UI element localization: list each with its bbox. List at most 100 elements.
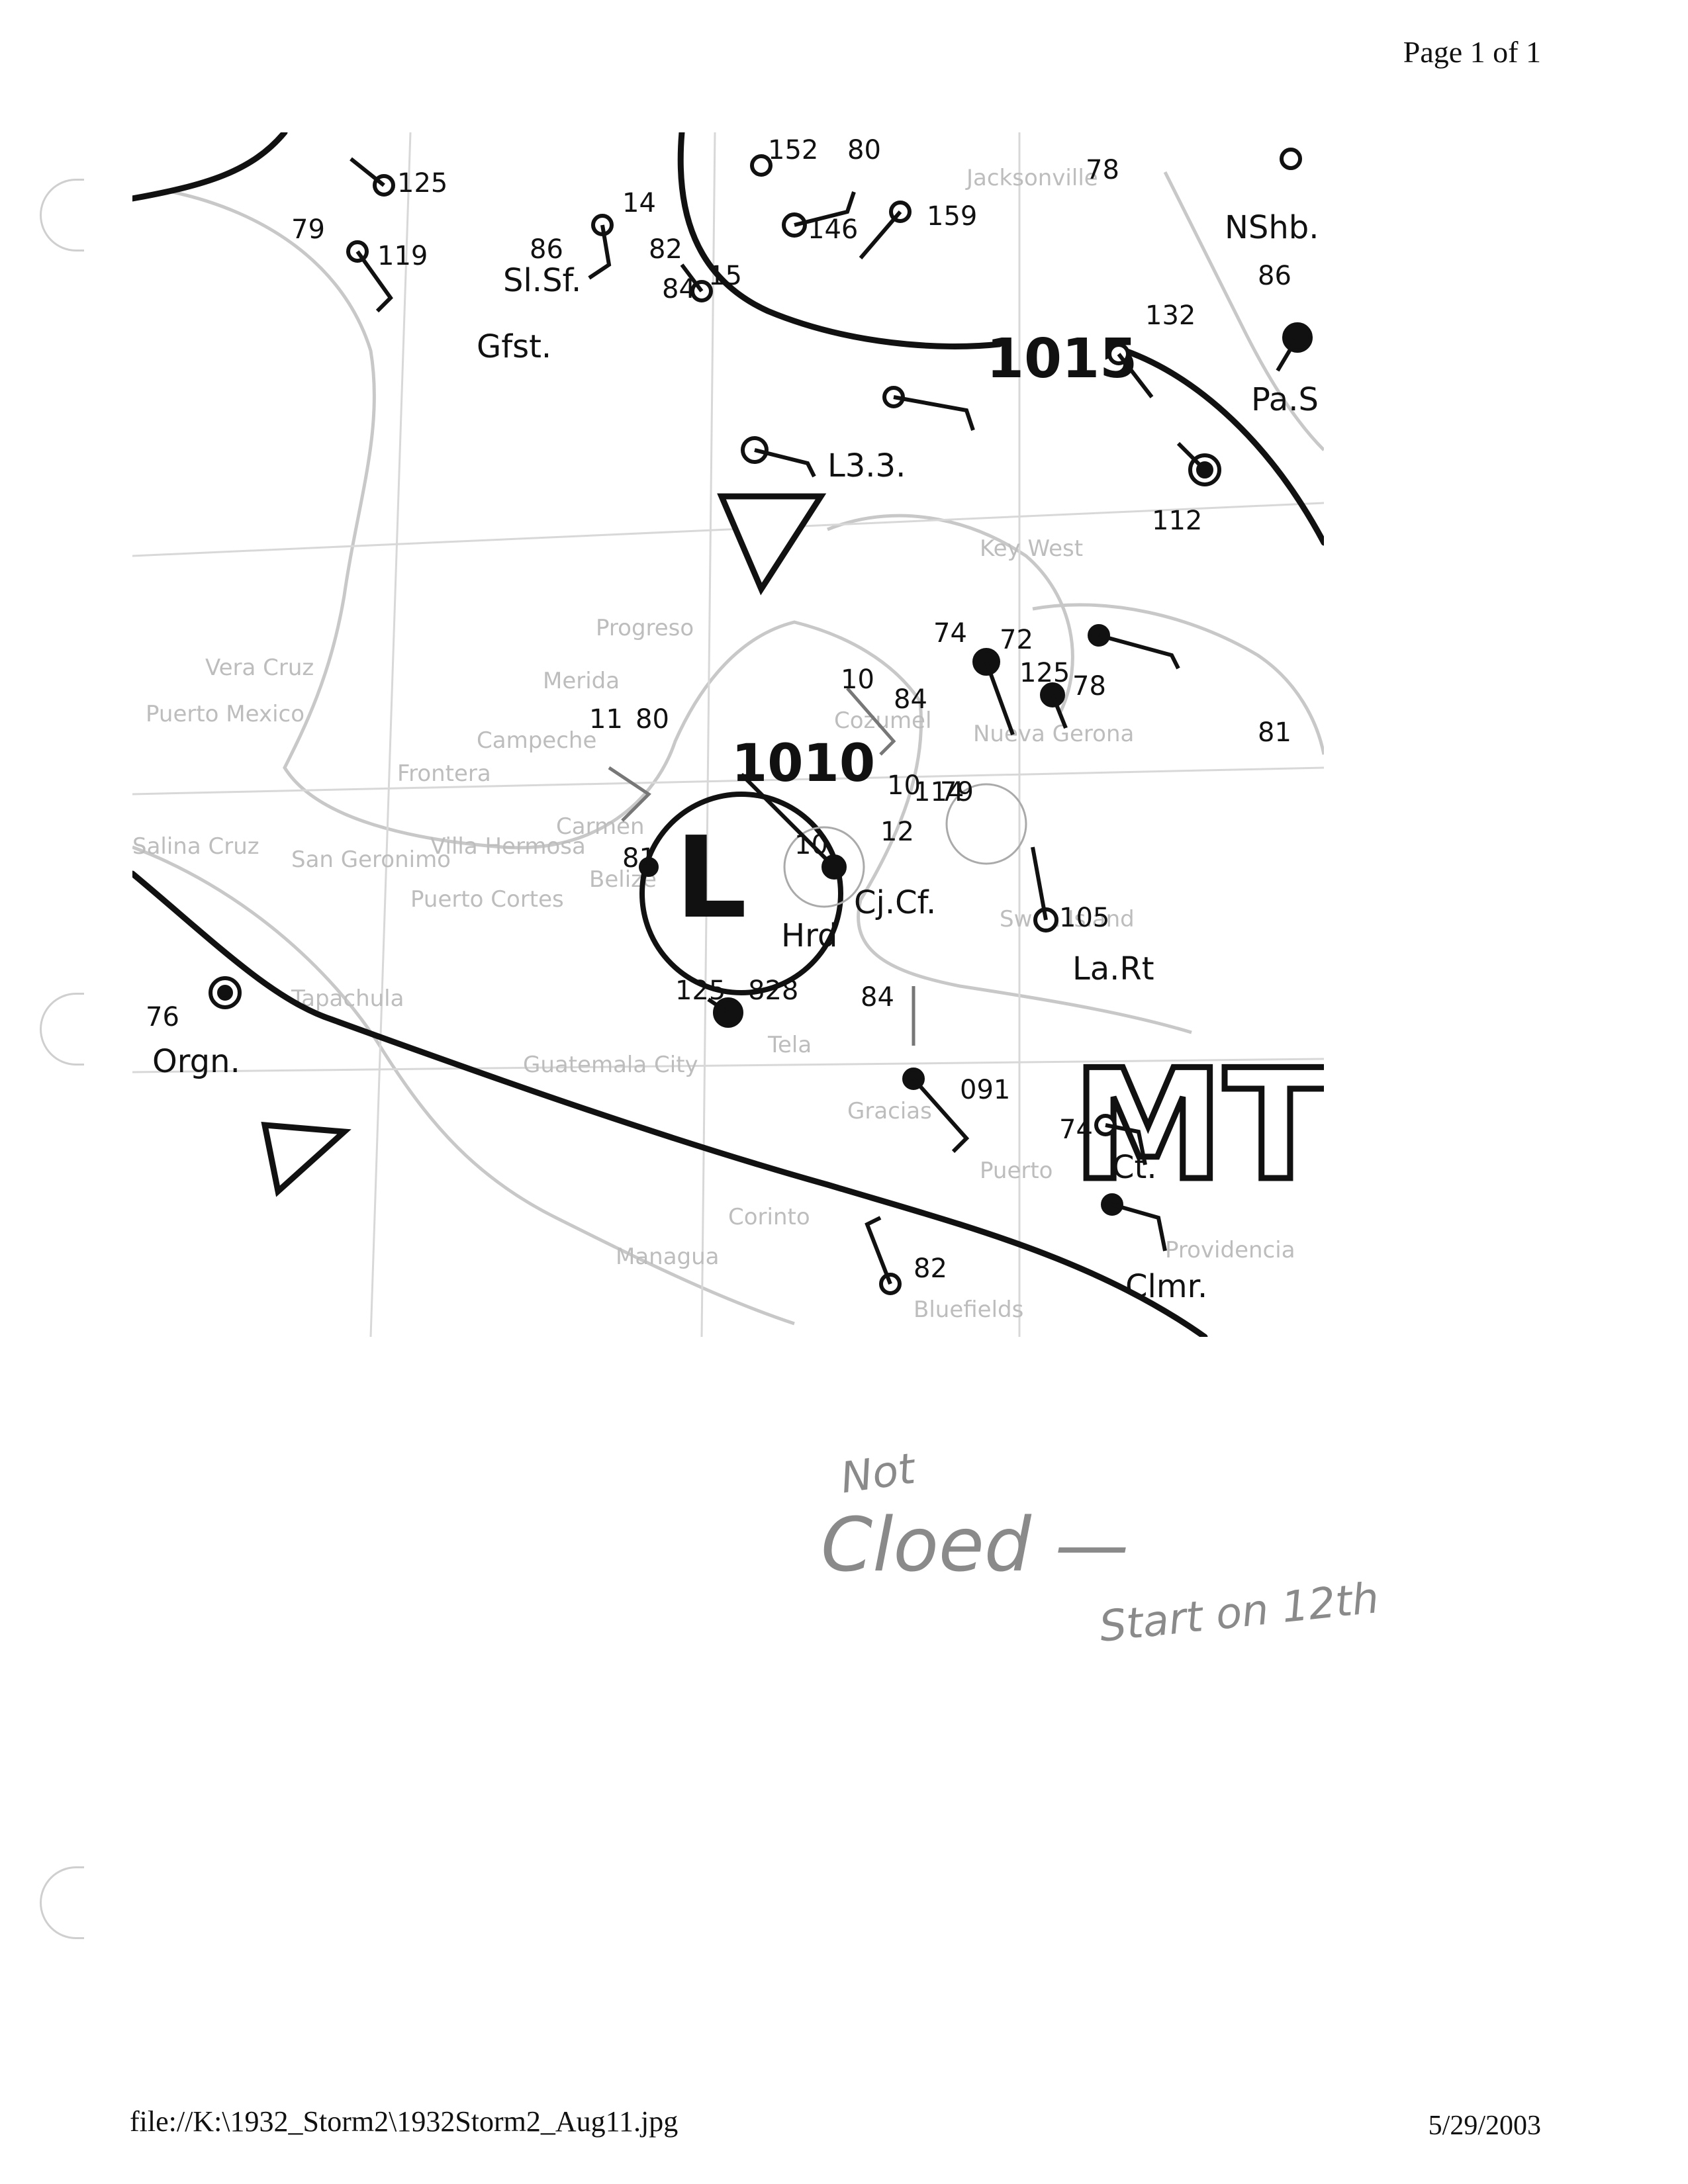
- num-37: 84: [861, 982, 894, 1013]
- num-3: 86: [530, 234, 563, 265]
- handwritten-note-not: Not: [837, 1444, 918, 1504]
- weather-map: Progreso Merida Campeche Frontera Carmen…: [132, 132, 1324, 1337]
- station-codes: Gfst. Sl.Sf. Orgn. Cj.Cf. Hrd Ct. Clmr. …: [152, 209, 1319, 1305]
- num-2: 119: [377, 241, 428, 271]
- place-villa-hermosa: Villa Hermosa: [430, 833, 586, 860]
- num-18: 74: [933, 618, 967, 649]
- num-23: 79: [940, 777, 974, 807]
- footer-date: 5/29/2003: [1428, 2111, 1541, 2141]
- place-salina-cruz: Salina Cruz: [132, 833, 259, 860]
- punch-hole-bottom: [40, 1866, 84, 1939]
- num-5: 82: [649, 234, 682, 265]
- num-32: 125: [675, 976, 726, 1006]
- num-33: 828: [748, 976, 798, 1006]
- code-slsf: Sl.Sf.: [503, 262, 581, 299]
- wind-barbs: [350, 157, 1299, 1285]
- triangle-gulf: [717, 493, 827, 596]
- num-16: 112: [1152, 506, 1202, 536]
- num-19: 125: [1019, 658, 1070, 688]
- code-orgn: Orgn.: [152, 1043, 240, 1080]
- num-8: 152: [768, 135, 818, 165]
- num-17: 72: [1000, 625, 1033, 655]
- place-puerto-cortes: Puerto Cortes: [410, 886, 564, 913]
- num-6: 84: [662, 274, 696, 304]
- place-gracias: Gracias: [847, 1098, 932, 1124]
- place-tela: Tela: [767, 1032, 812, 1058]
- isobar-1015-east: [1122, 347, 1324, 546]
- triangle-markers: [261, 493, 827, 1197]
- num-31: 82: [914, 1253, 947, 1284]
- code-l33: L3.3.: [827, 447, 906, 484]
- code-lart: La.Rt: [1072, 950, 1154, 987]
- front-southwest: [132, 870, 1208, 1337]
- isobar-label-1010: 1010: [731, 734, 875, 794]
- num-1: 125: [397, 168, 447, 199]
- code-gfst: Gfst.: [477, 328, 551, 365]
- base-map-grid: [132, 132, 1324, 1337]
- place-frontera: Frontera: [397, 760, 491, 787]
- low-symbol: L: [675, 813, 747, 944]
- place-managua: Managua: [616, 1244, 720, 1270]
- num-20: 78: [1072, 671, 1106, 702]
- place-merida: Merida: [543, 668, 620, 694]
- num-11: 146: [808, 214, 858, 245]
- place-puerto: Puerto: [980, 1158, 1053, 1184]
- num-35: 79: [291, 214, 325, 245]
- code-hrd: Hrd: [781, 917, 837, 954]
- num-34: 76: [146, 1002, 179, 1032]
- isobar-top-left: [132, 132, 288, 202]
- code-nshb: NShb.: [1225, 209, 1319, 246]
- place-progreso: Progreso: [596, 615, 694, 641]
- footer-file-path: file://K:\1932_Storm2\1932Storm2_Aug11.j…: [130, 2105, 679, 2138]
- place-key-west: Key West: [980, 535, 1083, 562]
- page-indicator: Page 1 of 1: [1403, 35, 1541, 69]
- num-12: 78: [1086, 155, 1119, 185]
- place-nueva-gerona: Nueva Gerona: [973, 721, 1134, 747]
- low-pressure-system: [639, 783, 1027, 995]
- place-corinto: Corinto: [728, 1204, 810, 1230]
- code-pas: Pa.S: [1251, 381, 1319, 418]
- handwritten-note-start: Start on 12th: [1097, 1574, 1382, 1652]
- place-providencia: Providencia: [1165, 1237, 1295, 1263]
- code-ct: Ct.: [1112, 1149, 1157, 1186]
- num-21: 81: [1258, 717, 1291, 748]
- num-13: 86: [1258, 261, 1291, 291]
- num-4: 14: [622, 188, 656, 218]
- place-vera-cruz: Vera Cruz: [205, 655, 314, 681]
- num-10: 159: [927, 201, 977, 232]
- place-guatemala-city: Guatemala City: [523, 1052, 698, 1078]
- place-swan-island: Swan Island: [1000, 906, 1135, 933]
- place-campeche: Campeche: [477, 727, 596, 754]
- code-clmr: Clmr.: [1125, 1268, 1207, 1305]
- num-28: 12: [880, 817, 914, 847]
- triangle-orgn: [261, 1122, 352, 1197]
- base-map-coastlines: [132, 171, 1324, 1326]
- num-38: 74: [1059, 1115, 1093, 1145]
- punch-hole-top: [40, 179, 84, 251]
- place-puerto-mexico: Puerto Mexico: [146, 701, 305, 727]
- num-15: 132: [1145, 300, 1196, 331]
- num-39: 81: [622, 843, 656, 874]
- wind-barbs-faint: [608, 687, 915, 1046]
- place-bluefields: Bluefields: [914, 1297, 1023, 1323]
- place-jacksonville: Jacksonville: [965, 165, 1098, 191]
- handwritten-note-cloed: Cloed —: [821, 1502, 1129, 1588]
- isobar-1015-north: [677, 132, 1003, 349]
- punch-hole-middle: [40, 993, 84, 1066]
- num-9: 80: [847, 135, 881, 165]
- num-26: 10: [841, 664, 874, 695]
- num-27: 84: [894, 684, 927, 715]
- station-numbers: 125 119 86 14 82 84 15 152 80 159 146 78…: [146, 135, 1291, 1284]
- num-40: 114: [914, 777, 964, 807]
- num-7: 15: [708, 261, 742, 291]
- isobars: [132, 132, 1324, 1337]
- code-cjcf: Cj.Cf.: [854, 884, 936, 921]
- num-30: 091: [960, 1075, 1010, 1105]
- num-36: 10: [794, 830, 828, 860]
- place-carmen: Carmen: [556, 813, 645, 840]
- num-22: 10: [887, 770, 921, 801]
- num-29: 105: [1059, 903, 1109, 933]
- num-24: 11: [589, 704, 623, 735]
- num-25: 80: [635, 704, 669, 735]
- place-san-geronimo: San Geronimo: [291, 846, 451, 873]
